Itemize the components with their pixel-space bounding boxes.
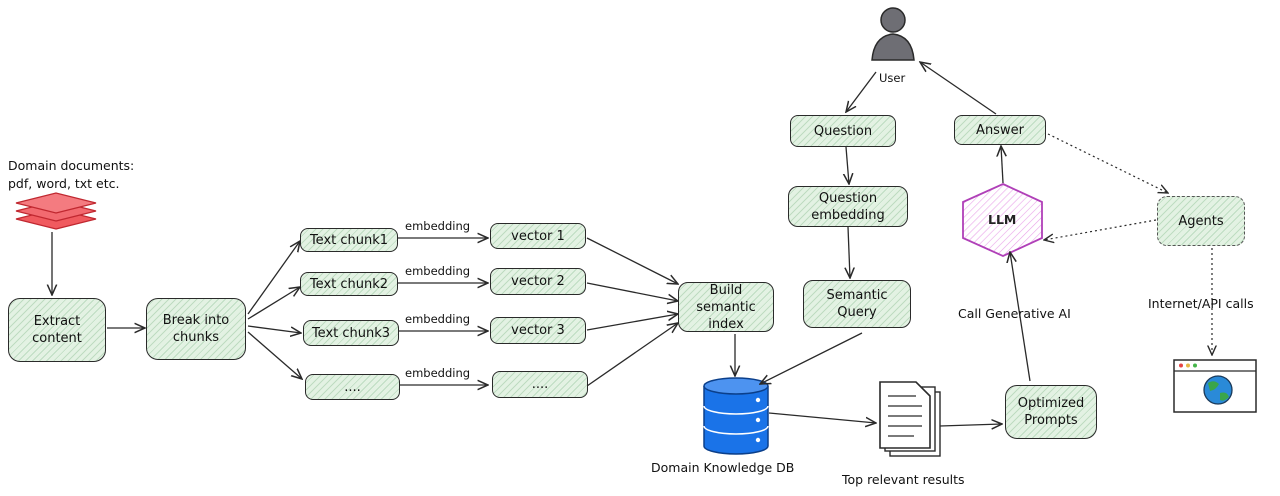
call-generative-ai-label: Call Generative AI — [958, 306, 1071, 321]
vector-3-box: vector 3 — [490, 317, 586, 344]
break-into-chunks-box: Break into chunks — [146, 298, 246, 360]
text-chunk-3-box: Text chunk3 — [303, 320, 399, 346]
text-chunk-more-box: .... — [305, 374, 400, 400]
llm-label: LLM — [988, 212, 1017, 227]
agents-box: Agents — [1157, 196, 1245, 246]
database-icon — [703, 377, 769, 455]
llm-hexagon — [962, 183, 1043, 257]
browser-globe-icon — [1173, 359, 1257, 413]
extract-content-box: Extract content — [8, 298, 106, 362]
embedding-label: embedding — [405, 219, 471, 233]
embedding-label: embedding — [405, 312, 471, 326]
top-relevant-results-label: Top relevant results — [842, 472, 965, 487]
embedding-label: embedding — [405, 264, 471, 278]
embedding-label: embedding — [405, 366, 471, 380]
question-box: Question — [790, 115, 896, 147]
documents-label-line2: pdf, word, txt etc. — [8, 176, 120, 191]
domain-knowledge-db-label: Domain Knowledge DB — [651, 460, 795, 475]
agent-dotted-arrows — [1044, 133, 1212, 355]
documents-icon — [879, 381, 941, 457]
internet-api-calls-label: Internet/API calls — [1148, 296, 1254, 311]
vector-1-box: vector 1 — [490, 223, 586, 249]
answer-box: Answer — [954, 115, 1046, 145]
documents-label-line1: Domain documents: — [8, 158, 135, 173]
documents-stack-icon — [15, 192, 97, 230]
semantic-query-box: Semantic Query — [803, 280, 911, 328]
optimized-prompts-box: Optimized Prompts — [1005, 385, 1097, 439]
text-chunk-1-box: Text chunk1 — [300, 228, 398, 252]
flow-arrows — [52, 62, 1031, 426]
build-semantic-index-box: Build semantic index — [678, 282, 774, 332]
user-label: User — [879, 71, 906, 85]
vector-2-box: vector 2 — [490, 268, 586, 295]
vector-more-box: .... — [492, 371, 588, 398]
question-embedding-box: Question embedding — [788, 186, 908, 227]
user-icon — [871, 7, 915, 61]
text-chunk-2-box: Text chunk2 — [300, 272, 398, 296]
